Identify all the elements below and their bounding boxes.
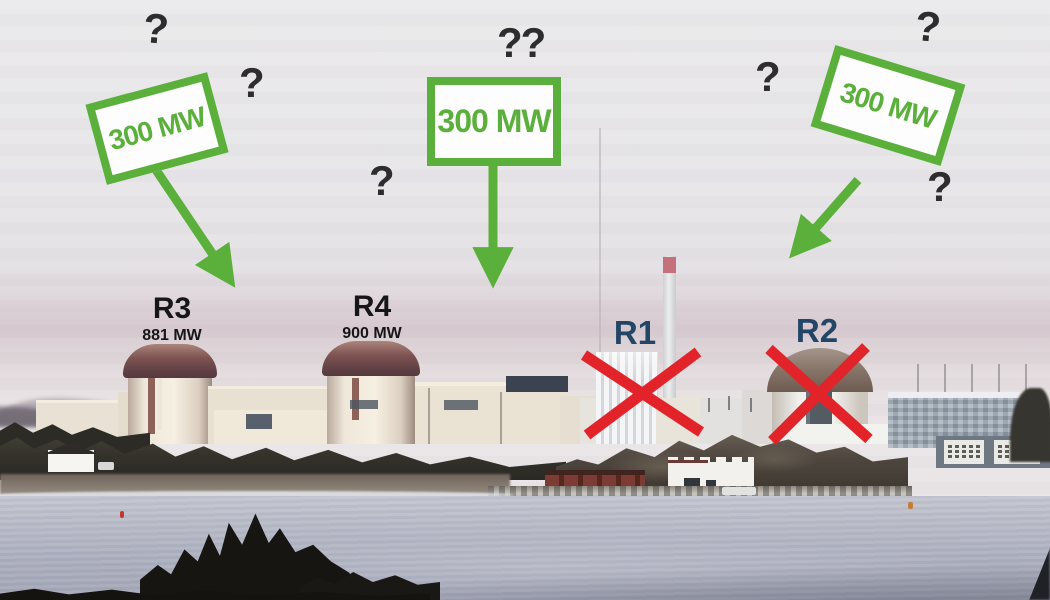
question-mark: ? [141, 4, 169, 53]
reactor-capacity: 900 MW [342, 325, 402, 342]
window-band [350, 400, 378, 409]
trees-right [1010, 388, 1050, 462]
foreground-ground [0, 588, 430, 600]
turbine-hall-annex [214, 410, 334, 444]
harbor-building-crenellation [668, 457, 754, 463]
signage-panel [944, 440, 984, 464]
question-mark: ? [369, 157, 395, 204]
reactor-name: R1 [613, 314, 657, 351]
radio-mast [599, 128, 601, 360]
question-mark-double: ?? [497, 19, 546, 66]
question-mark: ? [239, 59, 265, 106]
orange-buoy [908, 502, 913, 509]
reactor-r3-dome [123, 344, 217, 378]
power-pylon [750, 398, 752, 412]
reactor-name: R3 [152, 292, 192, 325]
harbor-building-roof [668, 460, 708, 463]
reactor-r3-pipe [148, 378, 155, 434]
reactor-label-r1: R1 [604, 316, 666, 349]
flagpole [428, 388, 430, 444]
reactor-r4-dome [322, 341, 420, 376]
r1-chimney-cap [663, 257, 676, 273]
switchyard-masts [892, 364, 1028, 394]
beach [0, 474, 510, 494]
red-cross-r2 [765, 343, 873, 445]
sign-300mw-center: 300 MW [427, 77, 561, 166]
green-arrow-left [148, 161, 236, 288]
red-cross-r1 [580, 347, 705, 440]
power-pylon [728, 396, 730, 410]
parked-car [98, 462, 114, 470]
question-mark: ? [927, 163, 953, 210]
question-mark: ? [912, 1, 942, 52]
flagpole [500, 392, 502, 444]
small-boat [722, 487, 756, 495]
switchyard-roof [888, 392, 1032, 398]
r1-chimney [663, 256, 676, 398]
reactor-r4-pipe [352, 378, 359, 420]
reactor-r3-containment [128, 372, 212, 444]
reactor-name: R2 [795, 312, 839, 349]
reactor-label-r4: R4 900 MW [328, 292, 416, 342]
red-buoy [120, 511, 124, 518]
sign-label: 300 MW [105, 100, 209, 156]
reactor-r3-vent [158, 378, 162, 430]
window-band [444, 400, 478, 410]
white-house [48, 450, 94, 472]
hall-doorway [246, 414, 272, 429]
reactor-capacity: 881 MW [142, 327, 202, 344]
turbine-hall-2 [415, 382, 567, 444]
power-pylon [708, 398, 710, 412]
green-arrow-right [789, 177, 862, 259]
sign-label: 300 MW [836, 75, 940, 135]
roof-block [506, 376, 568, 392]
reactor-name: R4 [352, 290, 392, 323]
reactor-label-r3: R3 881 MW [128, 294, 216, 344]
sign-label: 300 MW [437, 103, 551, 139]
surf-line [0, 491, 515, 499]
question-mark: ? [755, 53, 781, 100]
reactor-label-r2: R2 [786, 314, 848, 347]
mid-building-2 [742, 390, 772, 444]
